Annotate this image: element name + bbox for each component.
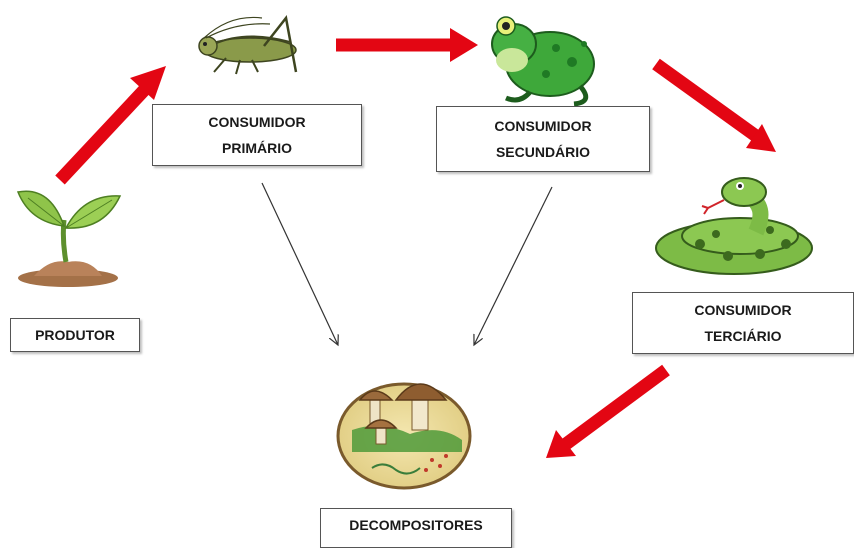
arrow-secundario-to-terciario xyxy=(652,58,776,152)
mushroom-icon xyxy=(336,382,472,490)
arrow-terciario-to-decompositores xyxy=(546,364,670,458)
label-consumidor-terciario: CONSUMIDOR TERCIÁRIO xyxy=(632,292,854,354)
snake-icon xyxy=(655,177,813,275)
arrow-produtor-to-primario xyxy=(55,66,166,185)
plant-icon xyxy=(16,190,122,287)
label-line-1: CONSUMIDOR xyxy=(494,118,592,134)
label-consumidor-primario: CONSUMIDOR PRIMÁRIO xyxy=(152,104,362,166)
frog-icon xyxy=(491,16,595,107)
label-text: PRODUTOR xyxy=(35,327,115,343)
label-line-1: CONSUMIDOR xyxy=(208,114,306,130)
label-decompositores: DECOMPOSITORES xyxy=(320,508,512,548)
arrow-primario-to-secundario xyxy=(336,28,478,62)
arrow-primario-to-decompositores xyxy=(261,182,338,345)
label-line-2: TERCIÁRIO xyxy=(704,328,782,344)
label-line-2: PRIMÁRIO xyxy=(222,140,292,156)
grasshopper-icon xyxy=(198,15,298,75)
food-chain-diagram xyxy=(16,15,813,490)
label-produtor: PRODUTOR xyxy=(10,318,140,352)
arrow-secundario-to-decompositores xyxy=(474,186,553,345)
label-consumidor-secundario: CONSUMIDOR SECUNDÁRIO xyxy=(436,106,650,172)
label-line-2: SECUNDÁRIO xyxy=(495,144,591,160)
label-text: DECOMPOSITORES xyxy=(349,517,483,533)
label-line-1: CONSUMIDOR xyxy=(694,302,792,318)
